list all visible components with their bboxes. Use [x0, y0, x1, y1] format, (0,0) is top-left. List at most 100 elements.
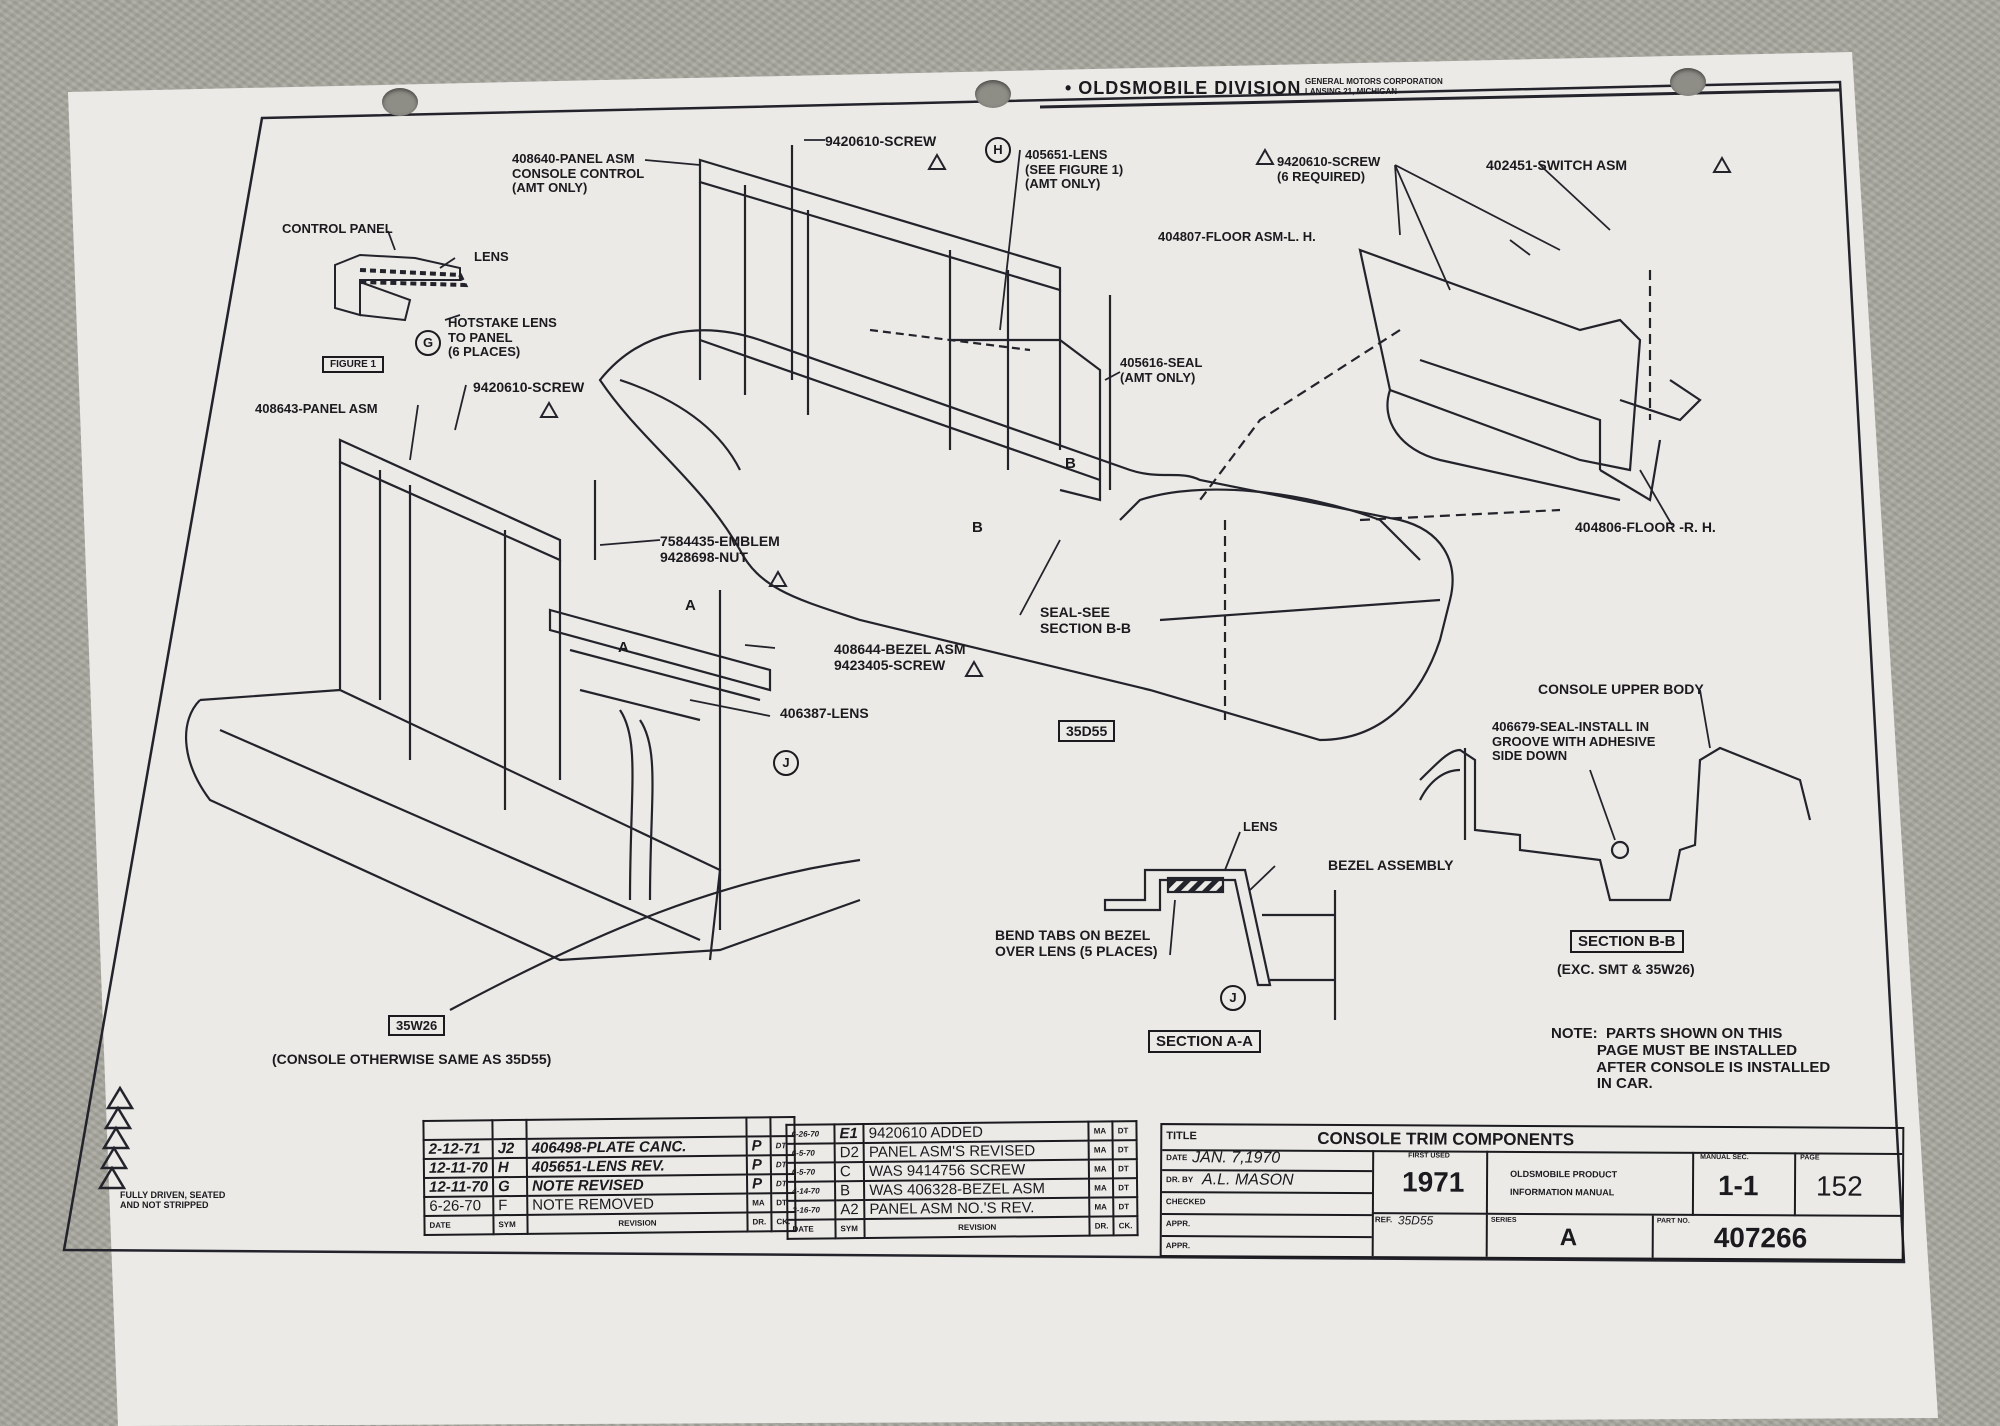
table-header-row: DATE SYM REVISION DR. CK.	[424, 1212, 796, 1235]
section-marker-b: B	[972, 519, 983, 536]
rev-sym: C	[834, 1162, 865, 1182]
circle-g: G	[415, 330, 441, 356]
rev-date: 6-26-70	[786, 1124, 835, 1144]
rev-text: WAS 406328-BEZEL ASM	[864, 1178, 1090, 1201]
header-date: DATE	[787, 1219, 836, 1239]
figure1-label: FIGURE 1	[322, 356, 385, 373]
circle-j-section: J	[1220, 985, 1246, 1011]
callout-panel-asm-408640: 408640-PANEL ASM CONSOLE CONTROL (AMT ON…	[512, 151, 645, 196]
section-bb-drawing	[1419, 746, 1812, 902]
division-name: • OLDSMOBILE DIVISION	[1065, 78, 1302, 98]
callout-bezel-assembly: BEZEL ASSEMBLY	[1328, 857, 1454, 873]
callout-emblem-nut: 7584435-EMBLEM 9428698-NUT	[660, 533, 780, 565]
rev-date	[423, 1120, 493, 1140]
console-otherwise-note: (CONSOLE OTHERWISE SAME AS 35D55)	[272, 1051, 552, 1067]
circle-h: H	[985, 137, 1011, 163]
rev-dr: MA	[1088, 1159, 1114, 1179]
callout-seal-see: SEAL-SEE SECTION B-B	[1040, 604, 1131, 636]
page-number: 152	[1815, 1170, 1863, 1202]
section-aa-label: SECTION A-A	[1148, 1030, 1261, 1053]
manual-sec-value: 1-1	[1717, 1169, 1759, 1202]
revision-table-right: 6-26-70 E1 9420610 ADDED MA DT 6-5-70 D2…	[785, 1120, 1138, 1240]
model-35w26-label: 35W26	[388, 1015, 446, 1036]
callout-fig1-lens: LENS	[474, 249, 509, 264]
figure1-drawing	[334, 253, 469, 322]
manual-sec-label: MANUAL SEC.	[1700, 1153, 1749, 1162]
rev-text: NOTE REMOVED	[527, 1193, 748, 1215]
header-dr: DR.	[747, 1212, 772, 1232]
rev-text: NOTE REVISED	[526, 1174, 748, 1196]
console-35w26-drawing	[184, 438, 861, 1011]
rev-dr: P	[746, 1136, 771, 1156]
rev-sym: F	[493, 1195, 528, 1216]
paper	[68, 52, 1938, 1426]
rev-text: PANEL ASM'S REVISED	[863, 1140, 1089, 1163]
border-frame	[62, 80, 1906, 1264]
rev-ck: DT	[1112, 1140, 1137, 1160]
part-no-label: PART NO.	[1656, 1217, 1690, 1225]
callout-seal-406679: 406679-SEAL-INSTALL IN GROOVE WITH ADHES…	[1492, 719, 1656, 764]
rev-sym	[492, 1119, 527, 1140]
header-sym: SYM	[493, 1214, 528, 1235]
rev-dr: MA	[1089, 1197, 1114, 1217]
drawing-title: CONSOLE TRIM COMPONENTS	[1317, 1128, 1575, 1150]
rev-text	[526, 1117, 747, 1139]
rev-dr: P	[746, 1155, 771, 1175]
header-date: DATE	[424, 1215, 494, 1235]
header-revision: REVISION	[527, 1212, 748, 1234]
punch-hole	[1670, 68, 1706, 96]
rev-dr: MA	[747, 1193, 772, 1213]
section-marker-b: B	[1065, 455, 1076, 472]
title-block: TITLE CONSOLE TRIM COMPONENTS DATE JAN. …	[1159, 1123, 1905, 1261]
rev-date: 6-5-70	[786, 1162, 836, 1182]
section-bb-label: SECTION B-B	[1570, 930, 1684, 953]
rev-sym: D2	[834, 1143, 864, 1163]
part-number: 407266	[1713, 1221, 1808, 1254]
corp-line-2: LANSING 21, MICHIGAN	[1305, 87, 1398, 96]
title-label: TITLE	[1166, 1130, 1197, 1143]
rev-date: 12-11-70	[424, 1177, 494, 1197]
punch-hole	[975, 80, 1011, 108]
revision-marker-triangles	[539, 147, 1732, 677]
header-ck: CK.	[1113, 1216, 1138, 1236]
rev-date: 6-5-70	[786, 1143, 835, 1163]
callout-control-panel: CONTROL PANEL	[282, 221, 393, 236]
callout-screw-top: 9420610-SCREW	[825, 133, 937, 149]
revision-triangles	[97, 1085, 135, 1190]
rev-dr: MA	[1088, 1121, 1113, 1141]
callout-floor-rh: 404806-FLOOR -R. H.	[1575, 519, 1716, 535]
section-bb-note: (EXC. SMT & 35W26)	[1557, 961, 1695, 977]
callout-bezel-screw: 408644-BEZEL ASM 9423405-SCREW	[834, 641, 966, 673]
callout-screw-left: 9420610-SCREW	[473, 379, 585, 395]
manual-name-line-1: OLDSMOBILE PRODUCT	[1510, 1168, 1618, 1180]
date-label: DATE	[1166, 1153, 1188, 1163]
rev-date: 2-12-71	[423, 1139, 493, 1159]
ref-label: REF.	[1374, 1215, 1393, 1225]
corp-line-1: GENERAL MOTORS CORPORATION	[1305, 77, 1443, 86]
callout-lens-406387: 406387-LENS	[780, 705, 869, 721]
rev-dr: P	[746, 1174, 772, 1194]
first-used-label: FIRST USED	[1408, 1152, 1450, 1160]
rev-date: 4-14-70	[787, 1181, 836, 1201]
checked-label: CHECKED	[1165, 1197, 1206, 1207]
rev-date: 3-16-70	[787, 1200, 836, 1220]
drawn-by-label: DR. BY	[1166, 1175, 1194, 1185]
header-rule	[1039, 88, 1841, 109]
rev-sym: G	[492, 1176, 528, 1197]
callout-floor-lh: 404807-FLOOR ASM-L. H.	[1158, 229, 1316, 244]
rev-sym: B	[835, 1181, 865, 1201]
model-35d55-label: 35D55	[1058, 720, 1116, 742]
header-sym: SYM	[835, 1219, 865, 1239]
rev-date: 6-26-70	[424, 1196, 494, 1216]
rev-sym: A2	[835, 1200, 865, 1220]
rev-ck: DT	[1113, 1178, 1138, 1198]
punch-hole	[382, 88, 418, 116]
circle-j: J	[773, 750, 799, 776]
first-used-year: 1971	[1401, 1166, 1465, 1198]
leader-lines	[387, 139, 1711, 956]
rev-sym: E1	[834, 1124, 864, 1144]
ref-model: 35D55	[1397, 1213, 1434, 1228]
manual-name-line-2: INFORMATION MANUAL	[1509, 1186, 1615, 1198]
